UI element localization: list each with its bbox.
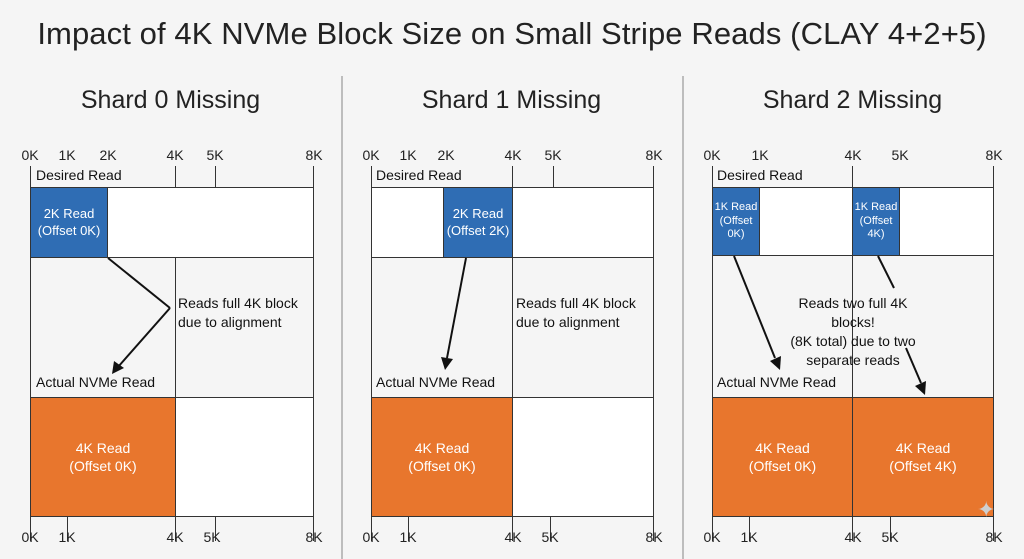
tick-bottom: 1K bbox=[740, 529, 758, 545]
alignment-arrows bbox=[733, 255, 926, 395]
tick-bottom: 1K bbox=[399, 529, 417, 545]
tick-bottom: 4K bbox=[504, 529, 522, 545]
alignment-note: Reads two full 4K blocks! (8K total) due… bbox=[790, 295, 916, 368]
axis-line bbox=[30, 166, 31, 541]
panel-title: Shard 0 Missing bbox=[80, 86, 261, 114]
desired-read-label: Desired Read bbox=[36, 167, 122, 183]
tick-top: 5K bbox=[891, 147, 909, 163]
arrowhead bbox=[112, 361, 124, 374]
alignment-note: Reads full 4K block due to alignment bbox=[516, 295, 636, 330]
tick-top: 0K bbox=[362, 147, 380, 163]
actual-read-block: 4K Read (Offset 0K) bbox=[30, 397, 176, 517]
alignment-note: Reads full 4K block due to alignment bbox=[178, 295, 298, 330]
arrow-line bbox=[733, 255, 776, 359]
tick-top: 8K bbox=[645, 147, 663, 163]
tick-top: 8K bbox=[305, 147, 323, 163]
tick-top: 4K bbox=[166, 147, 184, 163]
tick-mark bbox=[215, 517, 216, 541]
tick-top: 1K bbox=[58, 147, 76, 163]
tick-mark bbox=[215, 166, 216, 188]
panel-separator bbox=[682, 76, 684, 559]
tick-bottom: 0K bbox=[362, 529, 380, 545]
arrow-line bbox=[446, 257, 467, 359]
arrow-line bbox=[905, 347, 922, 384]
tick-top: 1K bbox=[399, 147, 417, 163]
actual-read-label: Actual NVMe Read bbox=[36, 374, 156, 390]
desired-read-block: 1K Read (Offset 0K) bbox=[712, 187, 760, 256]
panel-title: Shard 2 Missing bbox=[762, 86, 943, 114]
actual-read-label: Actual NVMe Read bbox=[376, 374, 496, 390]
tick-top: 5K bbox=[544, 147, 562, 163]
panel-separator bbox=[341, 76, 343, 559]
sparkle-icon: ✦ bbox=[977, 497, 996, 522]
tick-mark bbox=[749, 517, 750, 541]
panel-title: Shard 1 Missing bbox=[421, 86, 602, 114]
tick-bottom: 5K bbox=[203, 529, 221, 545]
tick-top: 2K bbox=[437, 147, 455, 163]
desired-read-label: Desired Read bbox=[376, 167, 462, 183]
tick-mark bbox=[67, 517, 68, 541]
alignment-arrows bbox=[441, 257, 467, 370]
axis-line bbox=[712, 166, 713, 541]
actual-read-block: 4K Read (Offset 4K) bbox=[852, 397, 994, 517]
desired-read-block: 2K Read (Offset 2K) bbox=[443, 187, 513, 258]
actual-read-label: Actual NVMe Read bbox=[717, 374, 837, 390]
panel-shard-0: Shard 0 Missing 0K 1K 2K 4K 5K 8K Desire… bbox=[0, 0, 341, 559]
axis-line bbox=[993, 166, 994, 541]
tick-top: 2K bbox=[99, 147, 117, 163]
tick-bottom: 0K bbox=[21, 529, 39, 545]
tick-bottom: 5K bbox=[881, 529, 899, 545]
tick-bottom: 0K bbox=[703, 529, 721, 545]
tick-mark bbox=[553, 166, 554, 188]
tick-bottom: 8K bbox=[645, 529, 663, 545]
tick-bottom: 8K bbox=[985, 529, 1003, 545]
tick-top: 8K bbox=[985, 147, 1003, 163]
diagram-title: Impact of 4K NVMe Block Size on Small St… bbox=[37, 16, 987, 51]
tick-top: 1K bbox=[751, 147, 769, 163]
desired-read-block: 1K Read (Offset 4K) bbox=[852, 187, 900, 256]
arrow-line bbox=[107, 257, 171, 309]
tick-top: 0K bbox=[703, 147, 721, 163]
axis-line bbox=[653, 166, 654, 541]
tick-bottom: 1K bbox=[58, 529, 76, 545]
alignment-arrows bbox=[107, 257, 171, 374]
arrow-line bbox=[117, 307, 171, 368]
tick-top: 4K bbox=[844, 147, 862, 163]
arrow-line bbox=[877, 255, 895, 289]
arrowhead bbox=[770, 356, 781, 370]
tick-mark bbox=[550, 517, 551, 541]
panel-shard-1: Shard 1 Missing 0K 1K 2K 4K 5K 8K Desire… bbox=[341, 0, 682, 559]
panel-shard-2: Shard 2 Missing 0K 1K 4K 5K 8K Desired R… bbox=[682, 0, 1023, 559]
tick-bottom: 4K bbox=[166, 529, 184, 545]
block-boundary-line bbox=[512, 166, 513, 541]
tick-bottom: 8K bbox=[305, 529, 323, 545]
axis-line bbox=[313, 166, 314, 541]
tick-top: 4K bbox=[504, 147, 522, 163]
actual-read-block: 4K Read (Offset 0K) bbox=[371, 397, 513, 517]
block-boundary-line bbox=[852, 166, 853, 541]
tick-bottom: 4K bbox=[844, 529, 862, 545]
tick-top: 5K bbox=[206, 147, 224, 163]
tick-bottom: 5K bbox=[541, 529, 559, 545]
tick-mark bbox=[408, 517, 409, 541]
block-boundary-line bbox=[175, 166, 176, 541]
tick-mark bbox=[890, 517, 891, 541]
arrowhead bbox=[441, 357, 453, 370]
desired-read-block: 2K Read (Offset 0K) bbox=[30, 187, 108, 258]
arrowhead bbox=[915, 381, 926, 395]
desired-read-label: Desired Read bbox=[717, 167, 803, 183]
tick-top: 0K bbox=[21, 147, 39, 163]
axis-line bbox=[371, 166, 372, 541]
